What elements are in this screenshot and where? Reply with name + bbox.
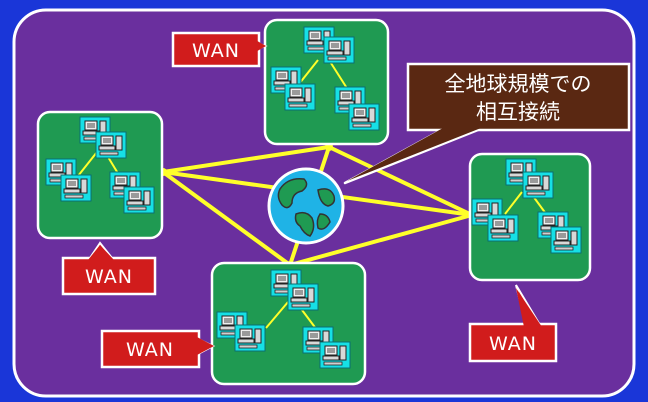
- network-box-right: [468, 152, 592, 282]
- wan-tag-left: WAN: [61, 241, 157, 296]
- wan-label: WAN: [126, 339, 174, 361]
- wan-label: WAN: [85, 266, 133, 288]
- network-box-bottom: [210, 261, 367, 386]
- network-box-top: [263, 18, 390, 146]
- wan-tag-right: WAN: [468, 284, 558, 363]
- wan-tag-bottom: WAN: [100, 329, 216, 369]
- network-box-left: [36, 110, 164, 240]
- callout-line-2: 相互接続: [476, 100, 560, 124]
- globe-icon: [267, 167, 345, 245]
- wan-tag-top: WAN: [171, 31, 268, 68]
- wan-label: WAN: [192, 40, 240, 62]
- wan-label: WAN: [489, 333, 537, 355]
- interconnect-callout: 全地球規模での 相互接続: [343, 62, 631, 185]
- callout-line-1: 全地球規模での: [445, 72, 592, 96]
